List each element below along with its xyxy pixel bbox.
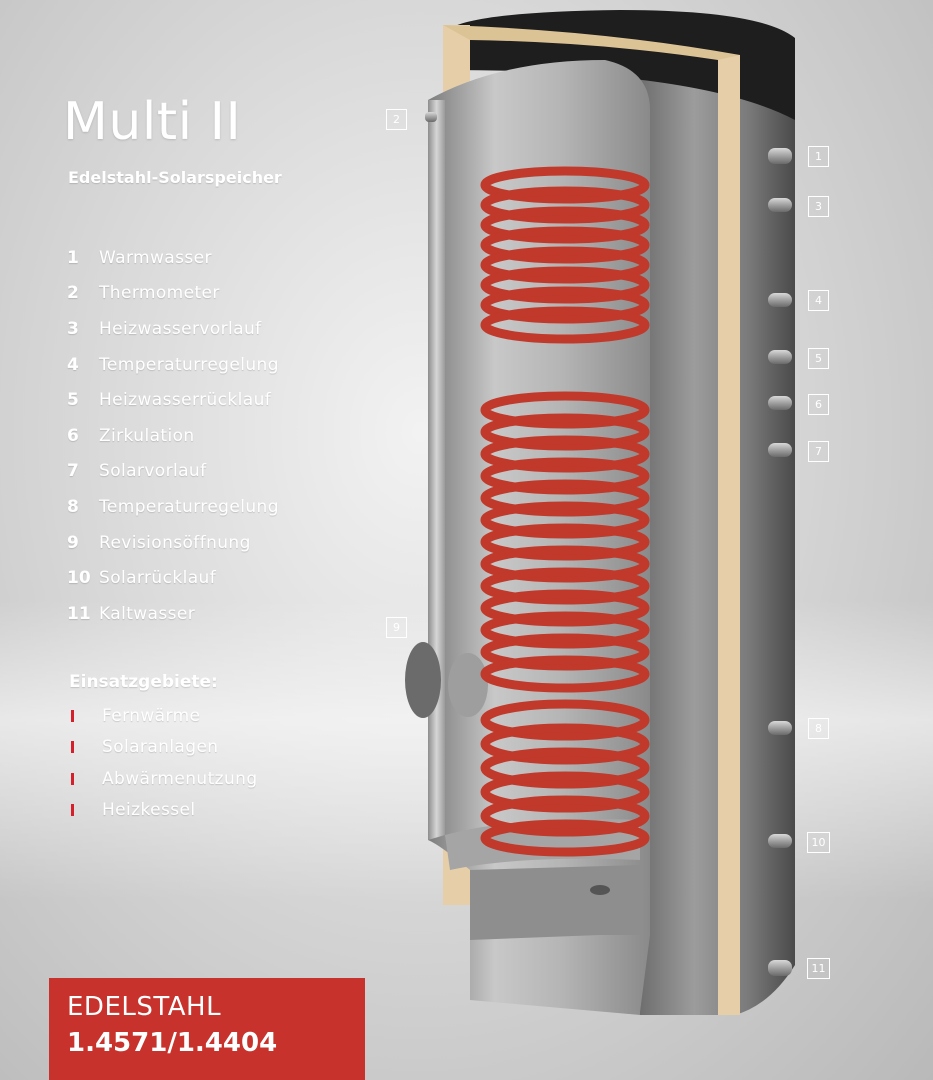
badge-material: EDELSTAHL	[67, 992, 222, 1022]
bottom-stand	[470, 865, 640, 940]
legend-item: 1 Warmwasser	[67, 240, 367, 276]
legend-number: 2	[67, 283, 79, 304]
legend-item: 2 Thermometer	[67, 276, 367, 312]
upper-coil	[480, 166, 650, 344]
legend-item: 5 Heizwasserrücklauf	[67, 382, 367, 418]
callout-9: 9	[386, 617, 407, 638]
legend-item: 9 Revisionsöffnung	[67, 525, 367, 561]
legend-number: 3	[67, 318, 79, 339]
material-badge: EDELSTAHL 1.4571/1.4404	[49, 978, 365, 1080]
callout-5: 5	[808, 348, 829, 369]
callout-8: 8	[808, 718, 829, 739]
thermometer-stub	[425, 112, 437, 122]
callout-2: 2	[386, 109, 407, 130]
legend-number: 7	[67, 461, 79, 482]
page-subtitle: Edelstahl-Solarspeicher	[68, 168, 282, 187]
insulation-top	[443, 25, 740, 60]
lower-coil	[480, 699, 650, 857]
callout-3: 3	[808, 196, 829, 217]
callout-6: 6	[808, 394, 829, 415]
use-label: Abwärmenutzung	[102, 768, 258, 789]
legend-label: Heizwasservorlauf	[99, 318, 262, 339]
use-label: Solaranlagen	[102, 737, 219, 758]
legend-number: 8	[67, 496, 79, 517]
legend-label: Thermometer	[99, 283, 220, 304]
legend-number: 6	[67, 425, 79, 446]
legend-number: 11	[67, 603, 91, 624]
connection-stubs	[768, 148, 792, 976]
use-item: Heizkessel	[69, 795, 258, 827]
use-label: Fernwärme	[102, 705, 201, 726]
use-item: Fernwärme	[69, 700, 258, 732]
legend-label: Warmwasser	[99, 247, 212, 268]
callout-4: 4	[808, 290, 829, 311]
uses-heading: Einsatzgebiete:	[69, 672, 218, 692]
use-item: Abwärmenutzung	[69, 763, 258, 795]
legend-label: Heizwasserrücklauf	[99, 390, 272, 411]
legend-item: 10 Solarrücklauf	[67, 560, 367, 596]
callout-7: 7	[808, 441, 829, 462]
legend-number: 10	[67, 568, 91, 589]
legend-number: 9	[67, 532, 79, 553]
drain-hole	[590, 885, 610, 895]
uses-list: Fernwärme Solaranlagen Abwärmenutzung He…	[69, 700, 258, 826]
legend-label: Solarrücklauf	[99, 568, 217, 589]
legend-label: Solarvorlauf	[99, 461, 207, 482]
badge-grade: 1.4571/1.4404	[67, 1028, 278, 1058]
use-item: Solaranlagen	[69, 732, 258, 764]
callout-1: 1	[808, 146, 829, 167]
insulation-right	[718, 55, 740, 1015]
bullet-icon	[71, 741, 74, 754]
inner-wall-edge	[428, 100, 445, 840]
use-label: Heizkessel	[102, 800, 196, 821]
legend-item: 3 Heizwasservorlauf	[67, 311, 367, 347]
legend-label: Zirkulation	[99, 425, 195, 446]
callout-11: 11	[807, 958, 830, 979]
legend-number: 1	[67, 247, 79, 268]
legend-label: Revisionsöffnung	[99, 532, 251, 553]
connection-legend: 1 Warmwasser 2 Thermometer 3 Heizwasservorl…	[67, 240, 367, 632]
bullet-icon	[71, 772, 74, 785]
legend-item: 7 Solarvorlauf	[67, 454, 367, 490]
legend-item: 11 Kaltwasser	[67, 596, 367, 632]
page-title: Multi II	[63, 92, 242, 152]
inspection-opening	[448, 653, 488, 717]
middle-coil	[480, 391, 650, 693]
legend-item: 4 Temperaturregelung	[67, 347, 367, 383]
legend-item: 8 Temperaturregelung	[67, 489, 367, 525]
bullet-icon	[71, 804, 74, 817]
legend-label: Kaltwasser	[99, 603, 196, 624]
legend-label: Temperaturregelung	[99, 354, 279, 375]
legend-number: 4	[67, 354, 79, 375]
outer-shell	[640, 40, 795, 1015]
bullet-icon	[71, 709, 74, 722]
callout-10: 10	[807, 832, 830, 853]
legend-number: 5	[67, 390, 79, 411]
legend-label: Temperaturregelung	[99, 496, 279, 517]
inspection-flange	[405, 642, 441, 718]
legend-item: 6 Zirkulation	[67, 418, 367, 454]
